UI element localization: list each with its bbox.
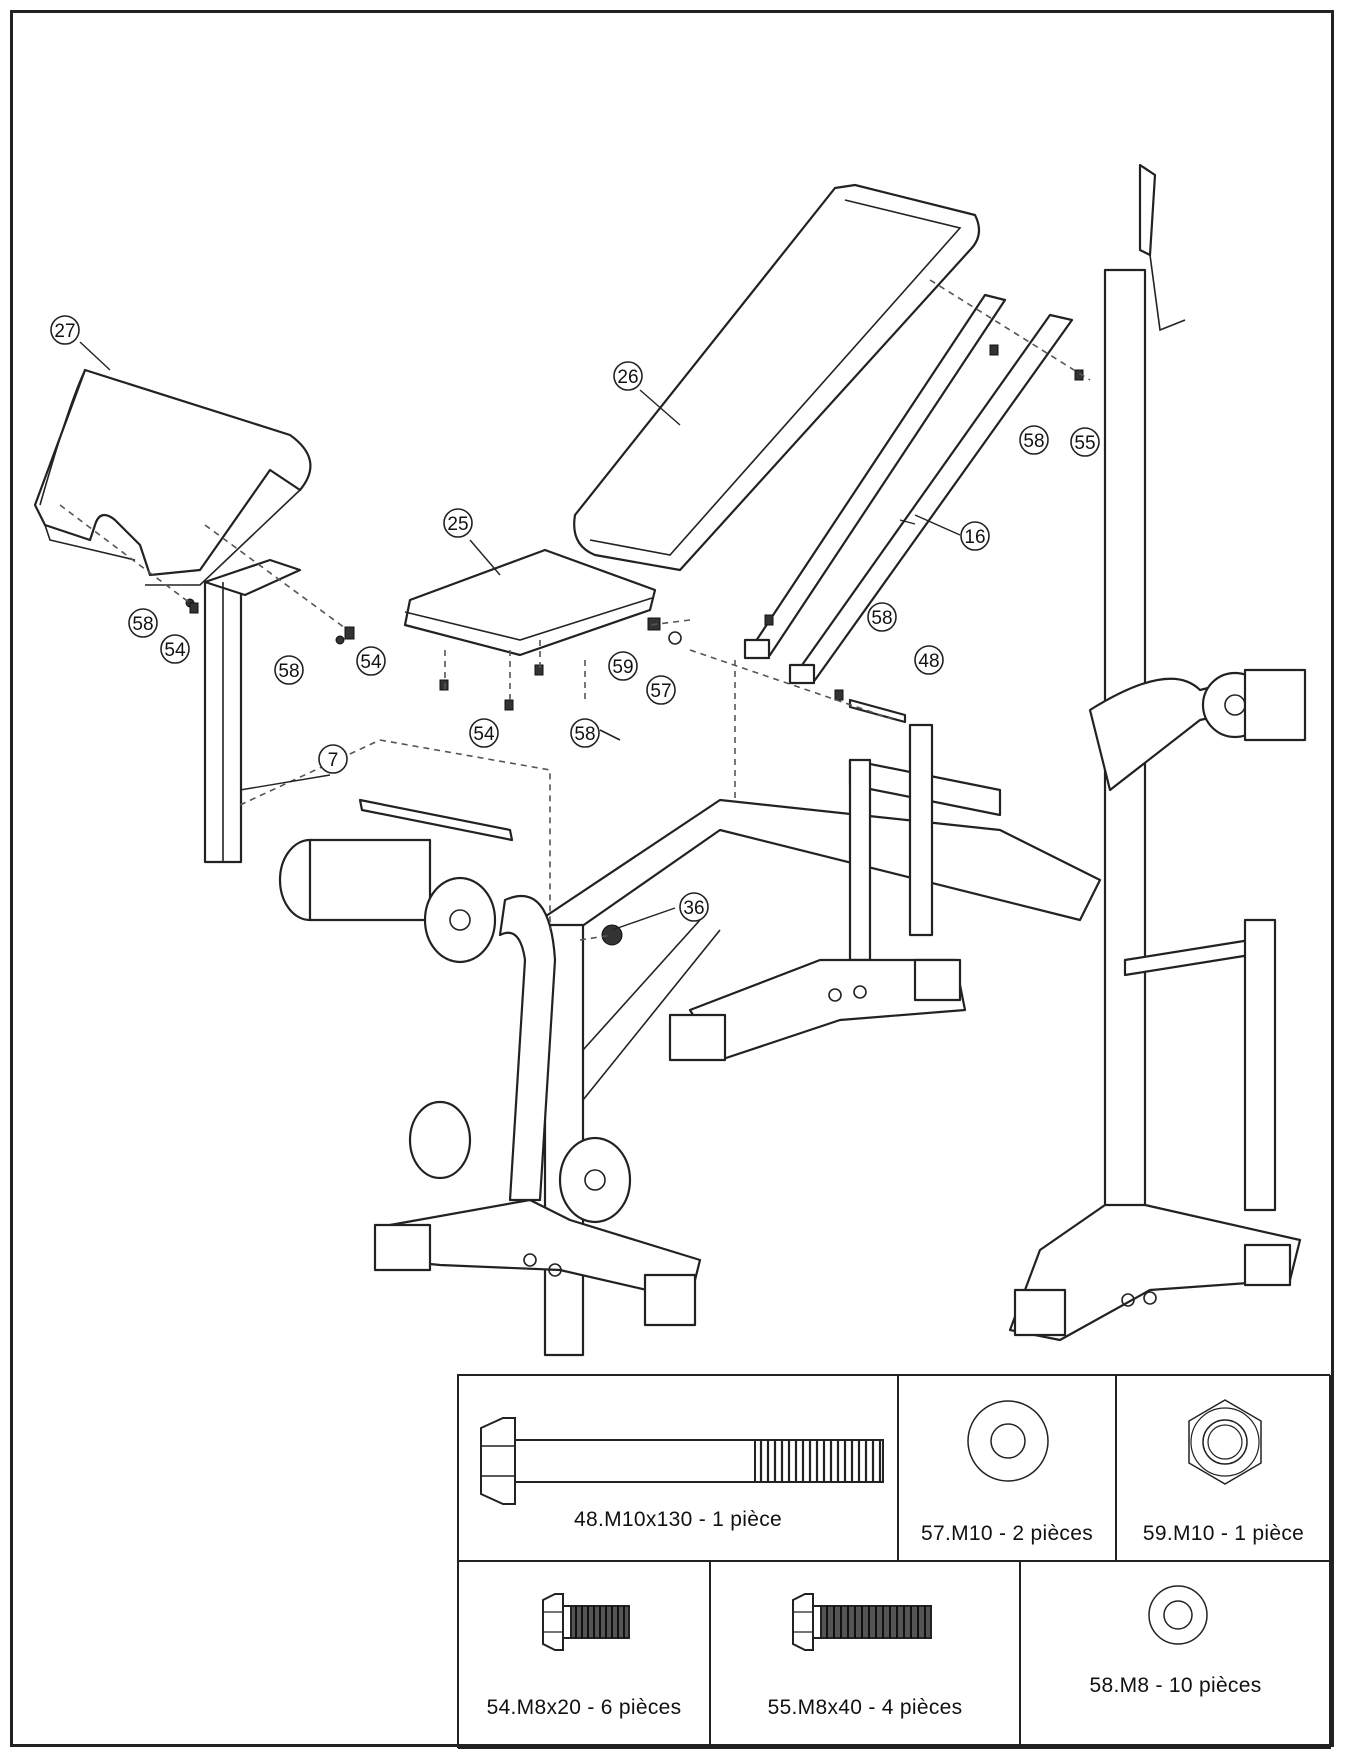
svg-text:58: 58 — [574, 724, 595, 745]
svg-text:7: 7 — [328, 750, 339, 771]
preacher-post-7 — [203, 558, 302, 864]
svg-text:58: 58 — [1023, 431, 1044, 452]
callout-26: 26 — [613, 361, 643, 391]
callout-7: 7 — [318, 744, 348, 774]
washer-icon — [1148, 1585, 1208, 1645]
svg-text:54: 54 — [473, 724, 495, 745]
hardware-cell-59: 59.M10 - 1 pièce — [1116, 1375, 1331, 1561]
seat-pad-25 — [403, 548, 657, 657]
hardware-cell-48: 48.M10x130 - 1 pièce — [458, 1375, 898, 1561]
page-frame — [10, 10, 1334, 1747]
callout-36: 36 — [679, 892, 709, 922]
svg-text:26: 26 — [617, 367, 638, 388]
hardware-cell-57: 57.M10 - 2 pièces — [898, 1375, 1116, 1561]
callout-54-mid: 54 — [356, 646, 386, 676]
svg-text:54: 54 — [360, 652, 382, 673]
hardware-cell-54: 54.M8x20 - 6 pièces — [458, 1561, 710, 1749]
svg-text:59: 59 — [612, 657, 633, 678]
hardware-label-54: 54.M8x20 - 6 pièces — [486, 1696, 682, 1719]
callout-58-mid: 58 — [274, 655, 304, 685]
svg-text:54: 54 — [164, 640, 186, 661]
callout-57: 57 — [646, 675, 676, 705]
bolt-icon — [792, 1593, 932, 1651]
callout-54-left: 54 — [160, 634, 190, 664]
callout-59: 59 — [608, 651, 638, 681]
callout-27: 27 — [50, 315, 80, 345]
svg-text:25: 25 — [447, 514, 468, 535]
hardware-label-59: 59.M10 - 1 pièce — [1142, 1522, 1305, 1545]
callout-58-top: 58 — [1019, 425, 1049, 455]
upright-rack — [1008, 163, 1307, 1342]
assembly-guide-lines — [59, 279, 1091, 941]
callout-58-rail: 58 — [867, 602, 897, 632]
svg-text:58: 58 — [278, 661, 299, 682]
hardware-cell-55: 55.M8x40 - 4 pièces — [710, 1561, 1020, 1749]
bolt-icon — [542, 1593, 630, 1651]
hardware-icons — [185, 344, 1084, 946]
hardware-label-57: 57.M10 - 2 pièces — [920, 1522, 1094, 1545]
callout-16: 16 — [960, 521, 990, 551]
washer-icon — [967, 1400, 1049, 1482]
svg-text:27: 27 — [54, 321, 75, 342]
preacher-pad-27 — [33, 368, 312, 586]
callout-58-left: 58 — [128, 608, 158, 638]
bench-main-frame — [278, 723, 1102, 1357]
hardware-label-48: 48.M10x130 - 1 pièce — [574, 1508, 782, 1531]
callout-54-seat: 54 — [469, 718, 499, 748]
svg-text:48: 48 — [918, 651, 939, 672]
hardware-label-58: 58.M8 - 10 pièces — [1089, 1674, 1262, 1697]
svg-text:36: 36 — [683, 898, 704, 919]
callout-leaders — [79, 341, 961, 931]
svg-text:16: 16 — [964, 527, 985, 548]
hardware-cell-58: 58.M8 - 10 pièces — [1020, 1561, 1331, 1749]
svg-text:58: 58 — [132, 614, 153, 635]
incline-rails-16 — [743, 293, 1074, 685]
svg-text:55: 55 — [1074, 433, 1095, 454]
callout-58-seat: 58 — [570, 718, 600, 748]
bolt-icon — [480, 1417, 884, 1505]
callout-25: 25 — [443, 508, 473, 538]
callout-48: 48 — [914, 645, 944, 675]
svg-text:57: 57 — [650, 681, 671, 702]
callout-55: 55 — [1070, 427, 1100, 457]
nut-icon — [1188, 1399, 1262, 1485]
svg-text:58: 58 — [871, 608, 892, 629]
hardware-table: 48.M10x130 - 1 pièce 57.M10 - 2 pièces 5… — [457, 1374, 1331, 1749]
back-pad-26 — [573, 183, 981, 572]
hardware-label-55: 55.M8x40 - 4 pièces — [767, 1696, 963, 1719]
